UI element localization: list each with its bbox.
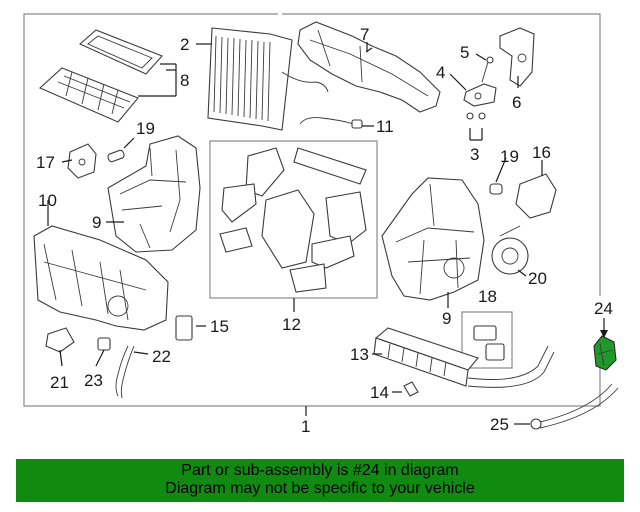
cabin-air-filter[interactable] xyxy=(39,29,163,123)
sensor-19[interactable] xyxy=(107,149,125,163)
highlighted-part-24[interactable] xyxy=(593,335,617,371)
blower-motor-20[interactable] xyxy=(491,225,529,275)
sensor-19-right[interactable] xyxy=(489,183,503,195)
heater-core-13[interactable] xyxy=(373,327,555,388)
sensor-11[interactable] xyxy=(299,117,363,129)
callout-25: 25 xyxy=(490,415,509,434)
banner-line-disclaimer: Diagram may not be specific to your vehi… xyxy=(165,480,475,497)
callout-5: 5 xyxy=(460,43,469,62)
callout-22: 22 xyxy=(152,347,171,366)
callout-20: 20 xyxy=(528,269,547,288)
leader-lines xyxy=(47,42,608,425)
hose-25[interactable] xyxy=(530,383,619,430)
callout-24: 24 xyxy=(594,299,613,318)
duct-assembly[interactable] xyxy=(281,21,441,113)
callout-14: 14 xyxy=(370,383,389,402)
banner-line-part: Part or sub-assembly is #24 in diagram xyxy=(181,462,459,479)
evaporator-core[interactable] xyxy=(207,27,293,131)
callout-6: 6 xyxy=(512,93,521,112)
hose-22[interactable] xyxy=(115,345,135,399)
bracket-6[interactable] xyxy=(499,27,535,87)
actuator-17[interactable] xyxy=(67,143,97,179)
callout-15: 15 xyxy=(210,317,229,336)
resistor-18[interactable] xyxy=(473,325,505,361)
callout-12: 12 xyxy=(282,315,301,334)
callout-13: 13 xyxy=(350,345,369,364)
callout-labels: 1 2 3 4 5 6 7 8 9 9 10 11 12 13 14 15 16… xyxy=(36,25,613,436)
callout-2: 2 xyxy=(180,35,189,54)
callout-17: 17 xyxy=(36,153,55,172)
callout-16: 16 xyxy=(532,143,551,162)
bolt-5[interactable] xyxy=(481,56,494,83)
callout-9-right: 9 xyxy=(442,309,451,328)
heater-housing-right[interactable] xyxy=(381,177,485,301)
callout-1: 1 xyxy=(301,417,310,436)
clips-3[interactable] xyxy=(466,112,486,120)
callout-11: 11 xyxy=(376,117,394,136)
actuator-16[interactable] xyxy=(515,173,557,219)
heater-housing-left[interactable] xyxy=(107,135,201,253)
callout-4: 4 xyxy=(436,63,445,82)
part-4-bracket[interactable] xyxy=(463,83,497,107)
valve-23[interactable] xyxy=(97,337,111,351)
motor-21[interactable] xyxy=(45,327,75,353)
callout-8: 8 xyxy=(180,71,189,90)
callout-19-right: 19 xyxy=(500,147,519,166)
callout-7: 7 xyxy=(360,25,369,44)
door-assembly-12[interactable] xyxy=(219,147,367,293)
callout-10: 10 xyxy=(38,191,57,210)
clip-14[interactable] xyxy=(403,381,419,397)
callout-21: 21 xyxy=(50,373,69,392)
callout-19-left: 19 xyxy=(136,119,155,138)
blower-housing-10[interactable] xyxy=(33,225,169,331)
fitment-notice-banner: Part or sub-assembly is #24 in diagram D… xyxy=(16,459,624,502)
callout-3: 3 xyxy=(470,145,479,164)
callout-9-left: 9 xyxy=(92,213,101,232)
callout-18: 18 xyxy=(478,287,497,306)
actuator-15[interactable] xyxy=(175,315,193,341)
callout-23: 23 xyxy=(84,371,103,390)
